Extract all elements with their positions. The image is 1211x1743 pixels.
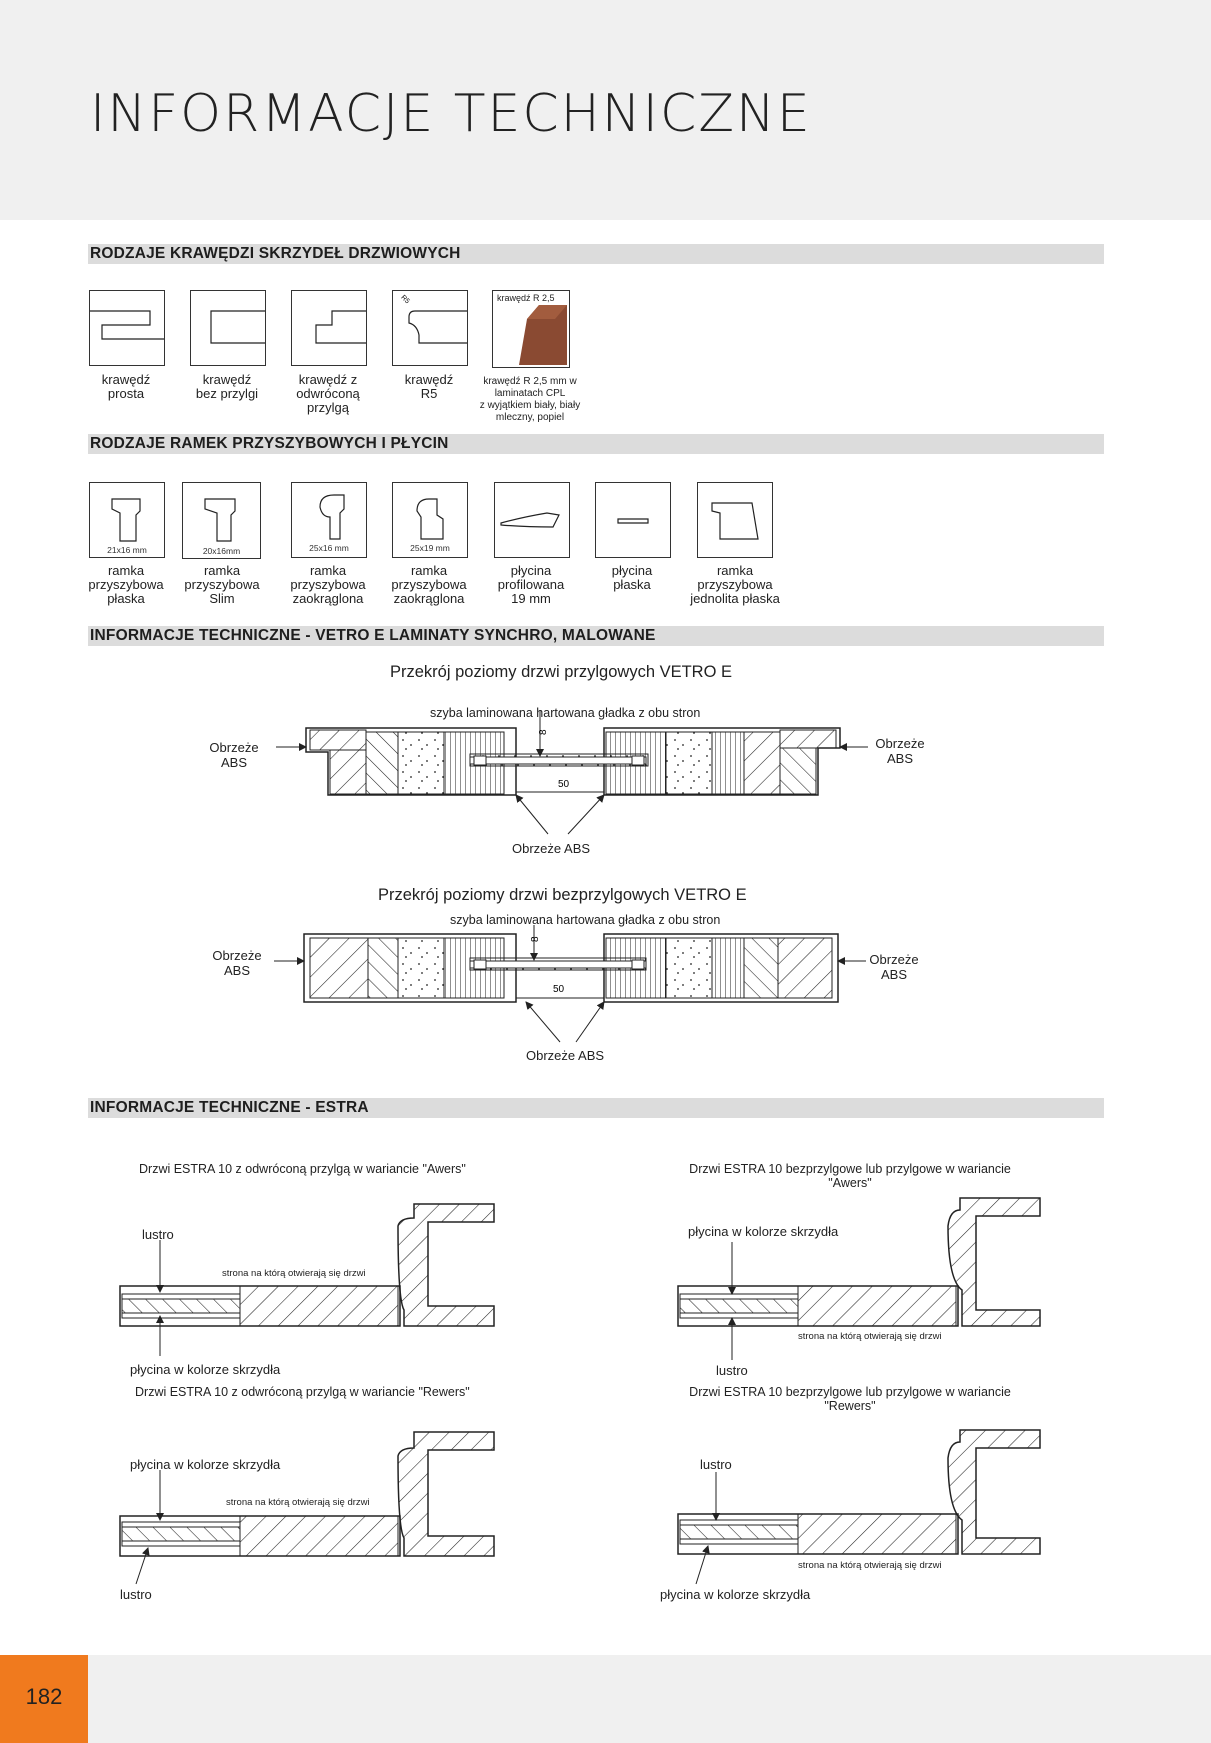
page-number: 182 [25,1684,63,1709]
frame-dimension: 20x16mm [202,546,241,556]
estra-side-label: strona na którą otwierają się drzwi [798,1560,942,1571]
estra-top-label: płycina w kolorze skrzydła [130,1457,281,1472]
dim-width: 50 [553,984,565,995]
section-header-estra: INFORMACJE TECHNICZNE - ESTRA [88,1098,1104,1118]
edge-label-bottom: Obrzeże ABS [526,1048,605,1063]
section-header-edges: RODZAJE KRAWĘDZI SKRZYDEŁ DRZWIOWYCH [88,244,1104,264]
estra-side-label: strona na którą otwierają się drzwi [222,1268,366,1279]
page-number-box [0,1655,88,1743]
edge-label-bottom: Obrzeże ABS [512,841,591,856]
edge-r5-icon: R5 [392,290,468,366]
frame-solid-flat-icon [697,482,773,558]
glass-label: szyba laminowana hartowana gładka z obu … [430,706,701,720]
section-header-vetro: INFORMACJE TECHNICZNE - VETRO E LAMINATY… [88,626,1104,646]
section-title: INFORMACJE TECHNICZNE - ESTRA [90,1099,369,1116]
frame-dimension: 21x16 mm [107,545,147,555]
panel-profiled-icon [494,482,570,558]
dim-thickness: 8 [538,729,549,735]
frame-flat-icon: 21x16 mm [89,482,165,558]
estra-bottom-label: płycina w kolorze skrzydła [130,1362,281,1377]
page-title: INFORMACJE TECHNICZNE [90,84,812,144]
estra-diagram-title: Drzwi ESTRA 10 bezprzylgowe lub przylgow… [689,1162,1011,1190]
edge-straight-icon [89,290,165,366]
section-header-frames: RODZAJE RAMEK PRZYSZYBOWYCH I PŁYCIN [88,434,1104,454]
frame-dimension: 25x19 mm [410,543,450,553]
edge-r25-label: krawędź R 2,5 [497,293,555,303]
estra-side-label: strona na którą otwierają się drzwi [226,1497,370,1508]
frame-slim-icon: 20x16mm [182,482,261,559]
section-title: RODZAJE RAMEK PRZYSZYBOWYCH I PŁYCIN [90,435,449,452]
estra-diagram-title: Drzwi ESTRA 10 z odwróconą przylgą w war… [135,1385,470,1399]
edge-no-rebate-icon [190,290,266,366]
estra-bottom-label: płycina w kolorze skrzydła [660,1587,811,1602]
estra-top-label: lustro [700,1457,732,1472]
edge-r5-label: R5 [399,294,410,305]
estra-diagram-title: Drzwi ESTRA 10 bezprzylgowe lub przylgow… [689,1385,1011,1413]
header-band [0,0,1211,220]
estra-bottom-label: lustro [120,1587,152,1602]
footer-band [0,1655,1211,1743]
edge-inverted-rebate-icon [291,290,367,366]
estra-top-label: lustro [142,1227,174,1242]
estra-diagram-title: Drzwi ESTRA 10 z odwróconą przylgą w war… [139,1162,466,1176]
estra-side-label: strona na którą otwierają się drzwi [798,1331,942,1342]
section-title: RODZAJE KRAWĘDZI SKRZYDEŁ DRZWIOWYCH [90,245,461,262]
diagram-title: Przekrój poziomy drzwi przylgowych VETRO… [390,663,733,681]
diagram-title: Przekrój poziomy drzwi bezprzylgowych VE… [378,886,747,904]
panel-flat-icon [595,482,671,558]
frame-rounded-icon: 25x16 mm [291,482,367,558]
estra-bottom-label: lustro [716,1363,748,1378]
edge-r25-photo-icon: krawędź R 2,5 [492,290,570,368]
dim-thickness: 8 [530,936,541,942]
section-title: INFORMACJE TECHNICZNE - VETRO E LAMINATY… [90,627,656,644]
estra-top-label: płycina w kolorze skrzydła [688,1224,839,1239]
frame-dimension: 25x16 mm [309,543,349,553]
frame-rounded-large-icon: 25x19 mm [392,482,468,558]
glass-label: szyba laminowana hartowana gładka z obu … [450,913,721,927]
dim-width: 50 [558,779,570,790]
